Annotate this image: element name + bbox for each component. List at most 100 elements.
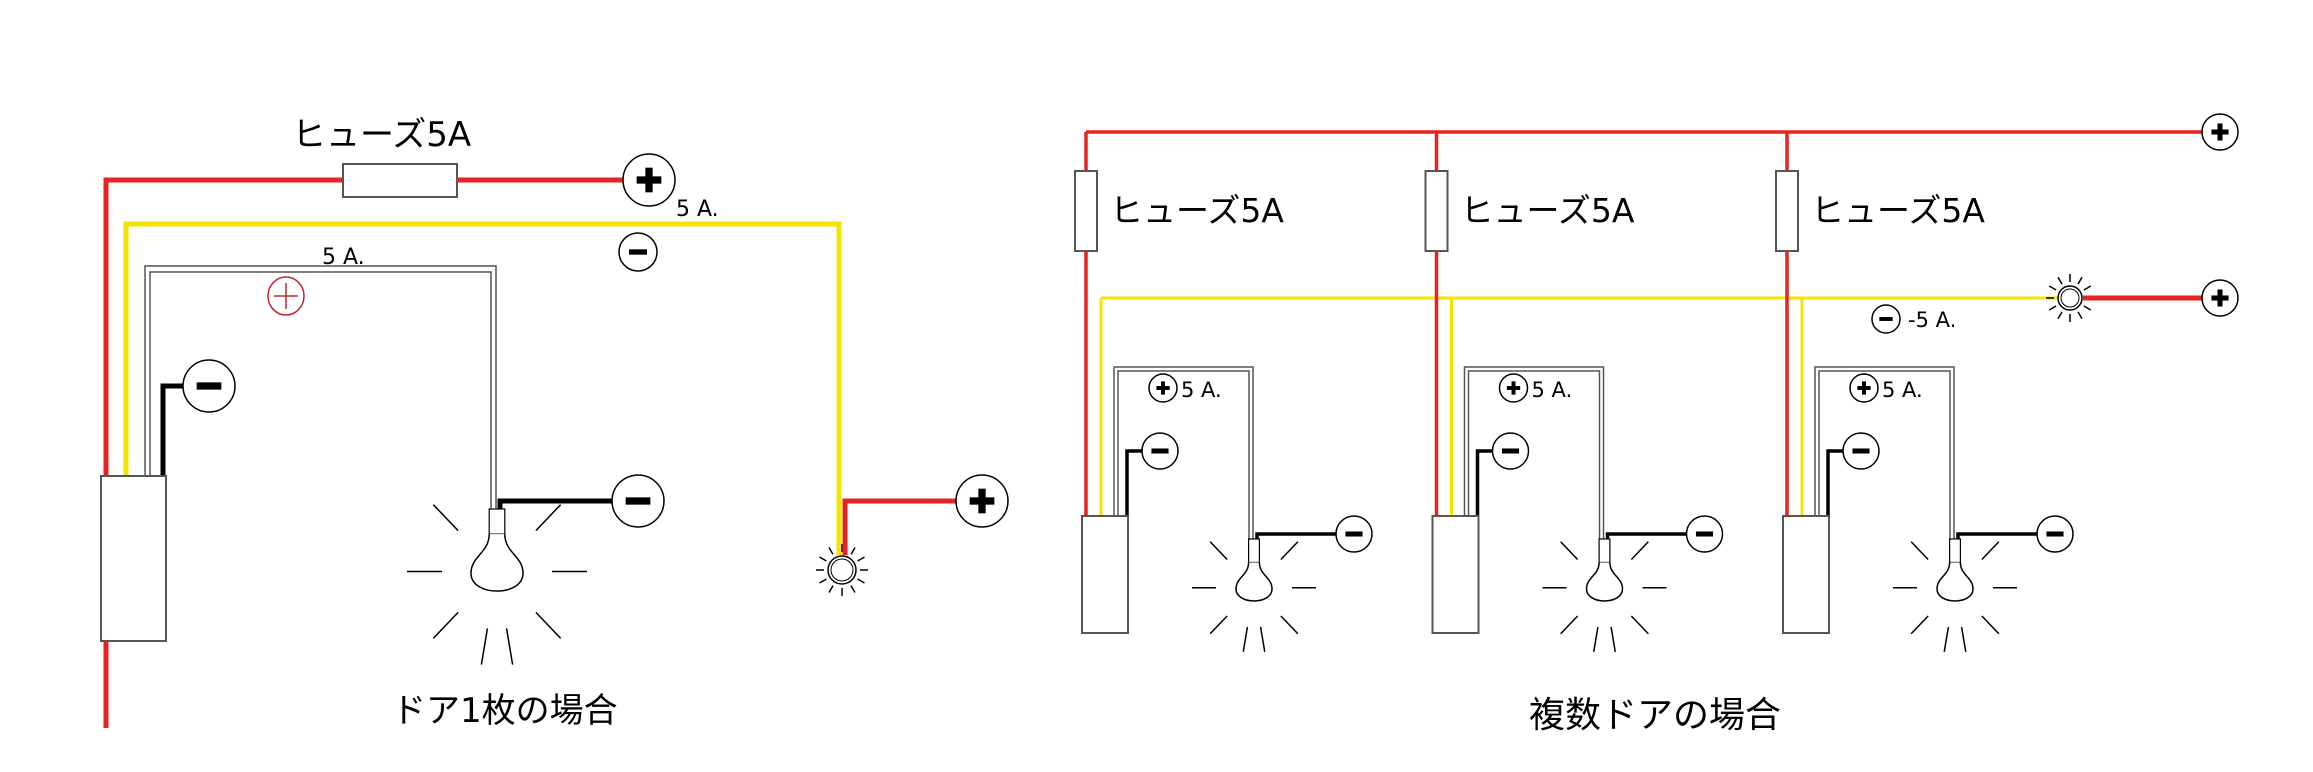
fuse xyxy=(1424,170,1449,252)
diagram-title: ドア1枚の場合 xyxy=(392,691,618,731)
light-bulb-icon xyxy=(1893,538,2017,652)
fuse-label: ヒューズ5A xyxy=(1811,191,1985,230)
ground-wire xyxy=(160,383,185,477)
bulb-glass xyxy=(470,534,524,592)
current-label: 5 A. xyxy=(1882,378,1923,402)
bulb-ray xyxy=(1630,541,1649,561)
lamp-ray xyxy=(2077,276,2083,285)
terminal-bar xyxy=(628,249,648,255)
minus-terminal-icon xyxy=(2036,515,2074,553)
lamp-ring-inner xyxy=(830,558,854,582)
door-switch xyxy=(100,475,167,642)
lamp-wire-outer xyxy=(1463,366,1605,539)
bulb-ray xyxy=(1910,615,1929,635)
bulb-socket xyxy=(488,508,506,535)
plus-terminal-icon xyxy=(2201,113,2239,151)
plus-terminal-icon xyxy=(1498,373,1529,403)
terminal-bar xyxy=(1161,381,1165,395)
bulb-ray xyxy=(1630,615,1649,635)
terminal-bar xyxy=(2046,531,2064,537)
bulb-ray xyxy=(1610,626,1617,652)
door-switch xyxy=(1081,515,1129,634)
lamp-ring xyxy=(827,555,857,585)
bulb-ray xyxy=(535,611,562,639)
minus-terminal-icon xyxy=(611,474,665,528)
lamp-wire-inner xyxy=(1818,370,1951,539)
bulb-ray xyxy=(1960,626,1967,652)
bulb-ray xyxy=(480,628,489,665)
positive-wire xyxy=(842,498,957,555)
bulb-ray xyxy=(1280,541,1299,561)
terminal-bar xyxy=(1501,448,1520,454)
positive-wire xyxy=(103,177,343,728)
ground-wire xyxy=(497,498,612,509)
minus-terminal-icon xyxy=(182,359,236,413)
terminal-bar xyxy=(645,167,653,193)
current-label: 5 A. xyxy=(1181,378,1222,402)
lamp-ray xyxy=(2083,305,2092,311)
bulb-ray xyxy=(1981,615,2000,635)
positive-marker-icon xyxy=(267,276,305,316)
terminal-bar xyxy=(1695,531,1714,537)
lamp-ray xyxy=(828,547,834,555)
lamp-ray xyxy=(2083,285,2092,291)
ground-wire xyxy=(1605,532,1687,539)
lamp-wire-inner xyxy=(1117,370,1250,539)
bulb-socket xyxy=(1598,538,1611,564)
bulb-ray xyxy=(432,504,459,532)
ground-wire xyxy=(1826,449,1843,516)
bulb-socket xyxy=(1948,538,1961,564)
ground-wire xyxy=(1255,532,1336,539)
terminal-bar xyxy=(1862,381,1866,395)
bulb-ray xyxy=(505,628,514,665)
lamp-ray xyxy=(819,556,827,562)
lamp-wire-outer xyxy=(144,265,497,509)
door-switch xyxy=(1431,515,1480,634)
bulb-ray xyxy=(535,504,562,532)
lamp-ring-inner xyxy=(2060,288,2080,308)
terminal-bar xyxy=(1151,448,1169,454)
bulb-socket xyxy=(1247,538,1260,564)
fuse-label: ヒューズ5A xyxy=(1461,191,1635,230)
light-bulb-icon xyxy=(1542,538,1667,652)
bulb-ray xyxy=(1209,615,1228,635)
minus-terminal-icon xyxy=(1141,432,1179,470)
ground-wire xyxy=(1125,449,1142,516)
ground-wire xyxy=(1956,532,2037,539)
bulb-glass xyxy=(1585,562,1624,602)
bulb-ray xyxy=(432,611,459,639)
plus-terminal-icon xyxy=(955,474,1009,528)
bulb-ray xyxy=(1560,615,1579,635)
bulb-ray xyxy=(1560,541,1579,561)
bulb-ray xyxy=(1981,541,2000,561)
current-label: -5 A. xyxy=(1908,308,1956,332)
lamp-ray xyxy=(850,585,856,593)
lamp-ray xyxy=(819,578,827,584)
terminal-bar xyxy=(2217,289,2223,307)
minus-terminal-icon xyxy=(1491,432,1530,470)
minus-terminal-icon xyxy=(1842,432,1880,470)
lamp-ray xyxy=(857,556,865,562)
minus-terminal-icon xyxy=(618,232,658,272)
door-switch xyxy=(1782,515,1830,634)
ground-wire xyxy=(1475,449,1493,516)
lamp-ray xyxy=(2057,311,2063,320)
lamp-ring xyxy=(2057,285,2083,311)
plus-terminal-icon xyxy=(1849,373,1879,403)
lamp-ray xyxy=(2048,305,2057,311)
terminal-bar xyxy=(196,382,222,390)
lamp-ray xyxy=(2048,285,2057,291)
fuse xyxy=(1775,170,1799,252)
door-unit: ヒューズ5A 5 A. xyxy=(1775,132,2074,652)
lamp-wire-outer xyxy=(1113,366,1254,539)
light-bulb-icon xyxy=(1192,538,1316,652)
indicator-lamp-icon xyxy=(816,544,868,596)
fuse-label: ヒューズ5A xyxy=(292,115,471,155)
minus-terminal-icon xyxy=(1871,304,1901,334)
lamp-wire-inner xyxy=(149,271,492,509)
lamp-ray xyxy=(857,578,865,584)
minus-terminal-icon xyxy=(1335,515,1373,553)
